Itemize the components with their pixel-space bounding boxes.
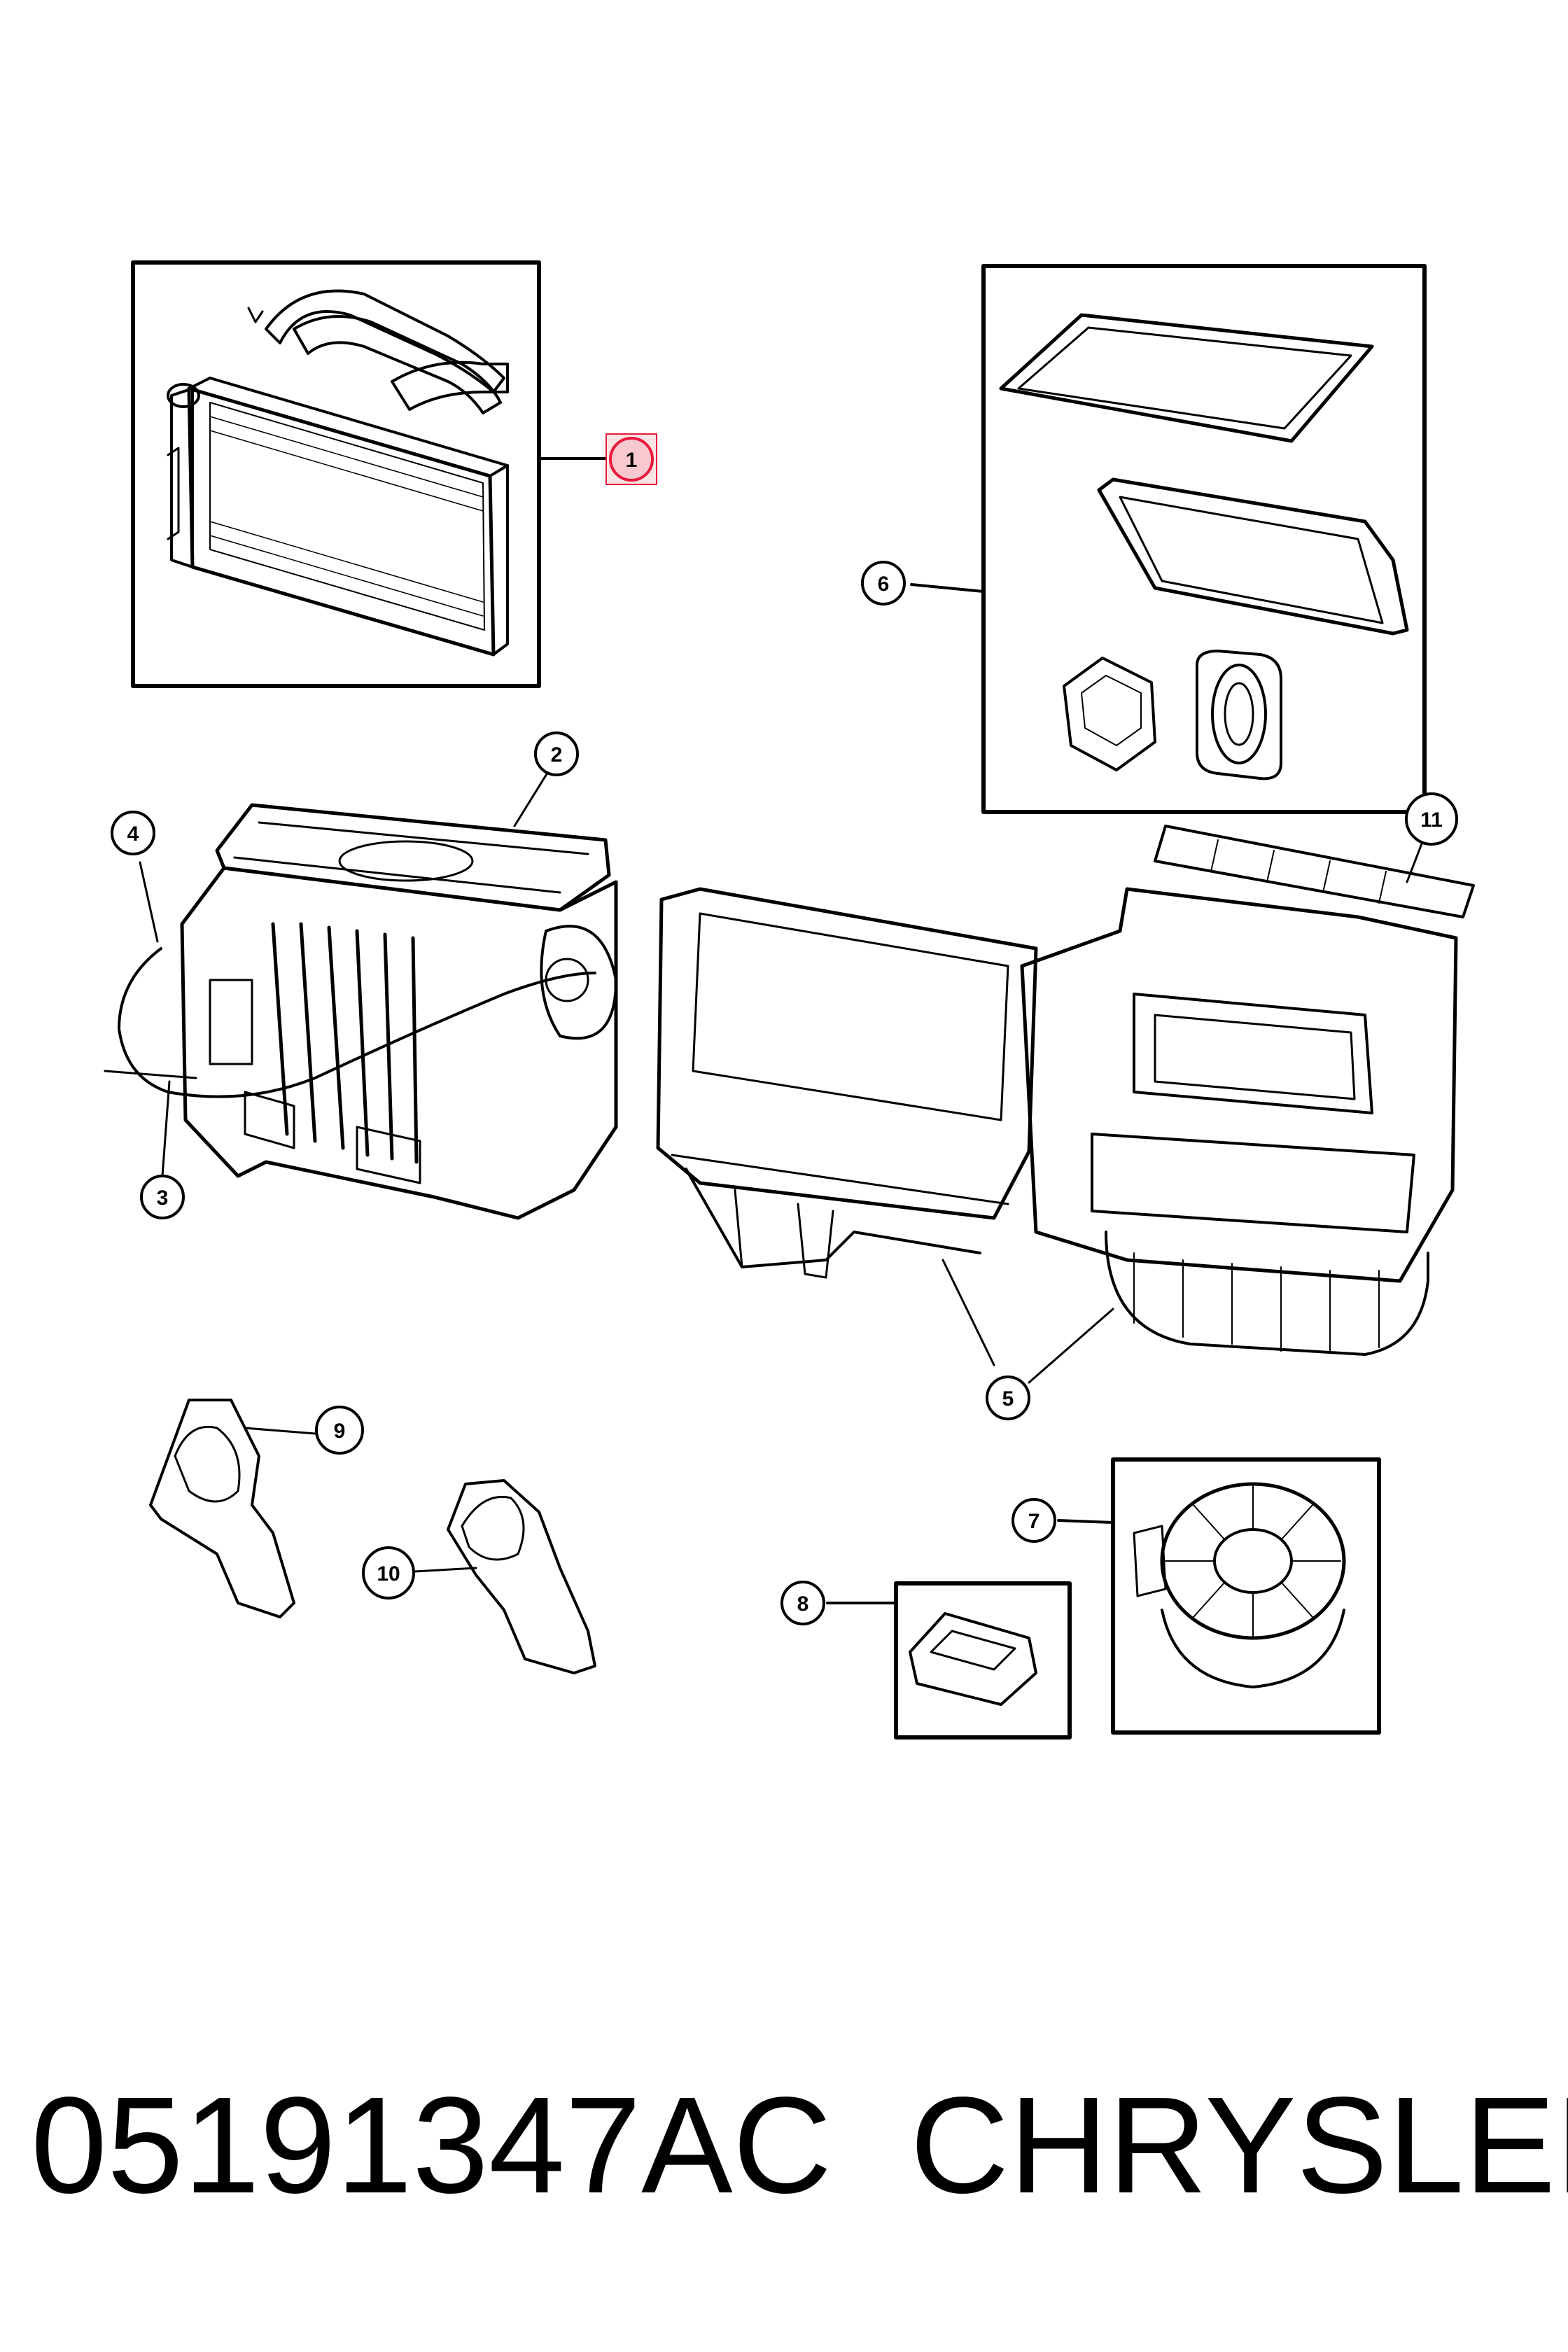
callout-6-label: 6 — [878, 573, 890, 596]
callout-4[interactable]: 4 — [111, 811, 155, 855]
callout-4-label: 4 — [127, 822, 139, 846]
callout-9-label: 9 — [334, 1420, 346, 1443]
callout-7[interactable]: 7 — [1011, 1498, 1056, 1543]
callout-2-label: 2 — [551, 743, 563, 766]
callout-6[interactable]: 6 — [861, 561, 906, 606]
blower-motor-box — [1057, 1457, 1381, 1735]
callout-1-label: 1 — [626, 449, 638, 472]
callout-7-label: 7 — [1028, 1510, 1040, 1533]
callout-10-label: 10 — [377, 1562, 400, 1586]
callout-9[interactable]: 9 — [315, 1406, 364, 1455]
callout-11-label: 11 — [1420, 808, 1443, 832]
heater-core-box — [131, 260, 610, 688]
callout-8[interactable]: 8 — [780, 1581, 825, 1625]
callout-11[interactable]: 11 — [1405, 792, 1458, 846]
heater-housing — [104, 760, 618, 1220]
callout-10[interactable]: 10 — [362, 1546, 415, 1600]
part-number: 05191347AC — [31, 2068, 832, 2222]
callout-2[interactable]: 2 — [534, 732, 579, 776]
exploded-parts-diagram: 1 2 3 4 5 6 7 8 9 10 11 — [104, 260, 1475, 1740]
callout-3[interactable]: 3 — [140, 1175, 185, 1219]
footer: 05191347AC CHRYSLER — [0, 2065, 1568, 2247]
resistor-box — [826, 1581, 1072, 1740]
callout-5-label: 5 — [1002, 1387, 1014, 1410]
hvac-housing — [656, 825, 1475, 1384]
callout-5[interactable]: 5 — [986, 1376, 1030, 1420]
ducts — [149, 1399, 596, 1674]
callout-3-label: 3 — [157, 1186, 169, 1210]
brand-name: CHRYSLER — [910, 2068, 1568, 2222]
callout-8-label: 8 — [797, 1592, 809, 1616]
callout-1[interactable]: 1 — [606, 433, 657, 485]
seal-kit-box — [910, 264, 1427, 814]
